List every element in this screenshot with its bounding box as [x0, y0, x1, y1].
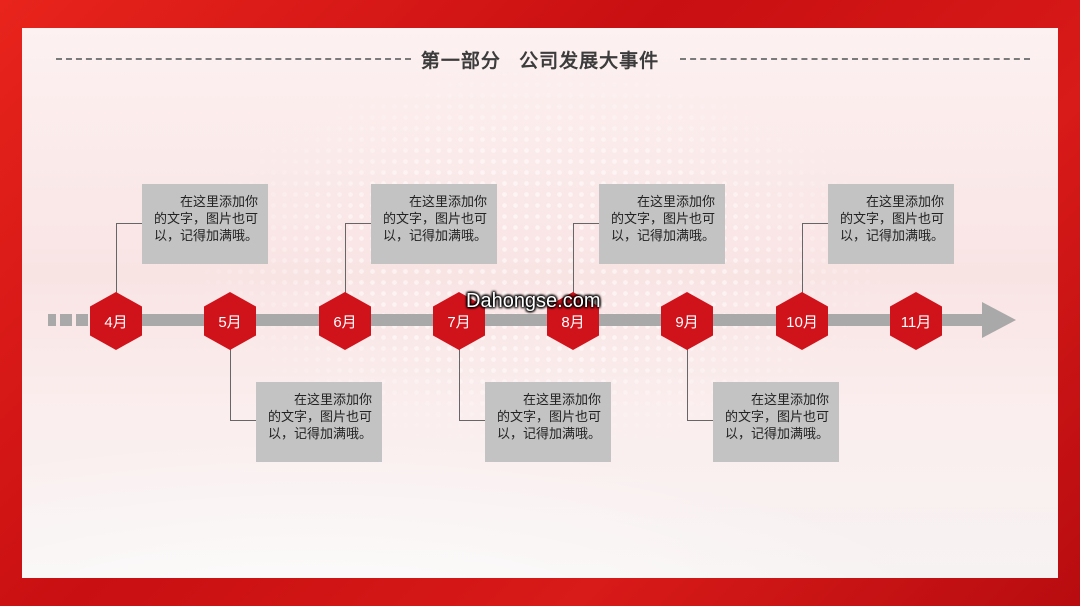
- milestone-connector: [345, 223, 371, 224]
- milestone-hexagon-8: 8月: [547, 292, 599, 350]
- milestone-connector: [230, 348, 231, 420]
- milestone-hexagon-4: 4月: [90, 292, 142, 350]
- watermark-text: Dahongse.com: [466, 290, 601, 312]
- timeline-arrow-icon: [982, 302, 1016, 338]
- timeline-end-segment: [960, 314, 970, 326]
- milestone-hexagon-6: 6月: [319, 292, 371, 350]
- milestone-connector: [459, 420, 485, 421]
- timeline-tail-segment: [76, 314, 88, 326]
- milestone-note-10: 在这里添加你的文字，图片也可以，记得加满哦。: [828, 184, 954, 264]
- timeline-tail-segment: [48, 314, 56, 326]
- milestone-note-5: 在这里添加你的文字，图片也可以，记得加满哦。: [256, 382, 382, 462]
- milestone-connector: [345, 223, 346, 293]
- timeline-end-segment: [944, 314, 956, 326]
- milestone-connector: [802, 223, 803, 293]
- section-part-label: 第一部分: [420, 50, 501, 72]
- timeline-tail-segment: [60, 314, 72, 326]
- milestone-hexagon-11: 11月: [890, 292, 942, 350]
- milestone-connector: [687, 420, 713, 421]
- milestone-hexagon-5: 5月: [204, 292, 256, 350]
- milestone-connector: [230, 420, 256, 421]
- timeline-bar: [92, 314, 982, 326]
- milestone-connector: [573, 223, 599, 224]
- milestone-note-7: 在这里添加你的文字，图片也可以，记得加满哦。: [485, 382, 611, 462]
- section-title-text: 公司发展大事件: [519, 50, 660, 72]
- milestone-note-9: 在这里添加你的文字，图片也可以，记得加满哦。: [713, 382, 839, 462]
- milestone-connector: [573, 223, 574, 293]
- content-panel: [22, 28, 1058, 578]
- milestone-connector: [802, 223, 828, 224]
- milestone-connector: [687, 348, 688, 420]
- milestone-connector: [116, 223, 142, 224]
- milestone-note-4: 在这里添加你的文字，图片也可以，记得加满哦。: [142, 184, 268, 264]
- section-title: 第一部分 公司发展大事件: [401, 46, 679, 73]
- header-divider-right: [680, 58, 1030, 60]
- section-header: 第一部分 公司发展大事件: [0, 44, 1080, 74]
- milestone-connector: [459, 348, 460, 420]
- milestone-hexagon-10: 10月: [776, 292, 828, 350]
- milestone-note-8: 在这里添加你的文字，图片也可以，记得加满哦。: [599, 184, 725, 264]
- milestone-hexagon-9: 9月: [661, 292, 713, 350]
- milestone-connector: [116, 223, 117, 293]
- milestone-note-6: 在这里添加你的文字，图片也可以，记得加满哦。: [371, 184, 497, 264]
